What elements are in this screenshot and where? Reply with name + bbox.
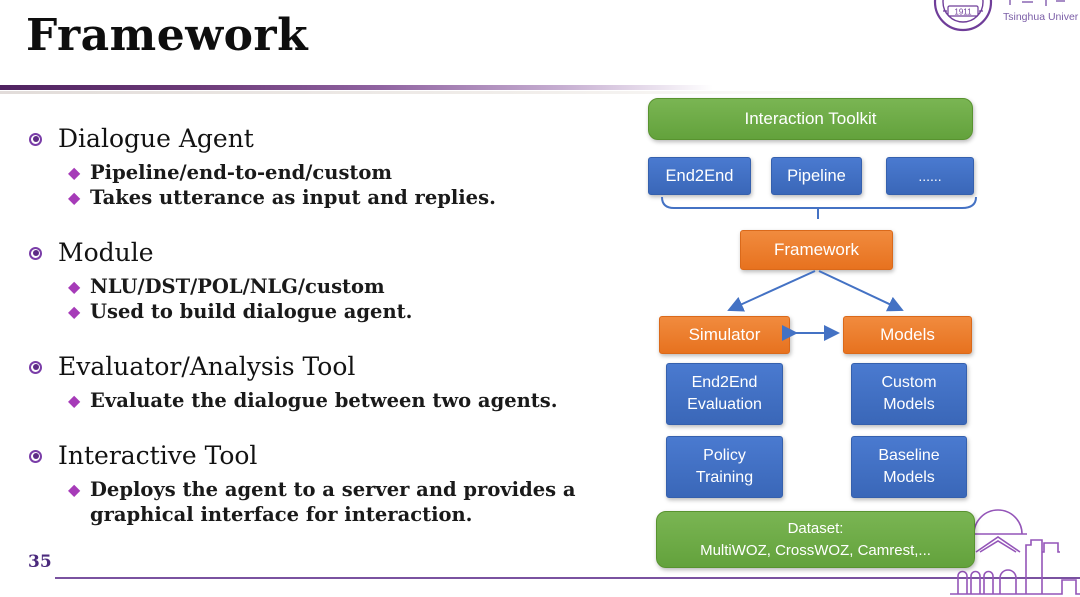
diagram-box-pipeline: Pipeline [771, 157, 862, 195]
bullet-group-evaluator: Evaluator/Analysis Tool ◆ Evaluate the d… [28, 349, 628, 413]
diagram-box-interaction-toolkit: Interaction Toolkit [648, 98, 973, 140]
footer-divider [55, 577, 1080, 579]
sub-list-item-label: NLU/DST/POL/NLG/custom [90, 275, 385, 298]
circle-bullet-icon [29, 132, 42, 146]
diamond-bullet-icon: ◆ [68, 302, 81, 321]
bullet-list: Dialogue Agent ◆ Pipeline/end-to-end/cus… [28, 121, 628, 552]
diamond-bullet-icon: ◆ [68, 391, 81, 410]
sub-list-item: ◆ Used to build dialogue agent. [68, 299, 628, 324]
list-item-label: Interactive Tool [58, 441, 258, 470]
diagram-box-models: Models [843, 316, 972, 354]
diagram-box-ellipsis: ...... [886, 157, 974, 195]
circle-bullet-icon [29, 449, 42, 463]
diamond-bullet-icon: ◆ [68, 163, 81, 182]
diagram-box-end2end: End2End [648, 157, 751, 195]
diagram-box-simulator: Simulator [659, 316, 790, 354]
bullet-group-dialogue-agent: Dialogue Agent ◆ Pipeline/end-to-end/cus… [28, 121, 628, 210]
diagram-box-custom-models: Custom Models [851, 363, 967, 425]
diamond-bullet-icon: ◆ [68, 480, 81, 499]
sub-list-item: ◆ Evaluate the dialogue between two agen… [68, 388, 628, 413]
diamond-bullet-icon: ◆ [68, 277, 81, 296]
list-item: Module [28, 235, 628, 271]
list-item-label: Module [58, 238, 154, 267]
sub-list-item: ◆ Deploys the agent to a server and prov… [68, 477, 628, 527]
list-item: Evaluator/Analysis Tool [28, 349, 628, 385]
sub-list-item: ◆ Takes utterance as input and replies. [68, 185, 628, 210]
bullet-group-interactive-tool: Interactive Tool ◆ Deploys the agent to … [28, 438, 628, 527]
seal-year-label: 1911 [954, 8, 972, 17]
list-item-label: Evaluator/Analysis Tool [58, 352, 356, 381]
circle-bullet-icon [29, 246, 42, 260]
list-item-label: Dialogue Agent [58, 124, 254, 153]
diagram-box-dataset: Dataset: MultiWOZ, CrossWOZ, Camrest,... [656, 511, 975, 568]
university-name-label: Tsinghua Univer [1003, 11, 1079, 23]
diagram-box-policy-training: Policy Training [666, 436, 783, 498]
list-item: Interactive Tool [28, 438, 628, 474]
sub-list-item-label: Evaluate the dialogue between two agents… [90, 389, 558, 412]
list-item: Dialogue Agent [28, 121, 628, 157]
diagram-box-baseline-models: Baseline Models [851, 436, 967, 498]
sub-list-item: ◆ Pipeline/end-to-end/custom [68, 160, 628, 185]
bullet-group-module: Module ◆ NLU/DST/POL/NLG/custom ◆ Used t… [28, 235, 628, 324]
diagram-box-framework: Framework [740, 230, 893, 270]
sub-list-item: ◆ NLU/DST/POL/NLG/custom [68, 274, 628, 299]
page-title: Framework [26, 10, 309, 61]
sub-list-item-label: Deploys the agent to a server and provid… [90, 478, 576, 526]
diamond-bullet-icon: ◆ [68, 188, 81, 207]
page-number: 35 [28, 552, 52, 572]
sub-list-item-label: Used to build dialogue agent. [90, 300, 413, 323]
sub-list-item-label: Takes utterance as input and replies. [90, 186, 496, 209]
title-divider-shadow [0, 91, 940, 94]
title-divider [0, 85, 1080, 90]
circle-bullet-icon [29, 360, 42, 374]
sub-list-item-label: Pipeline/end-to-end/custom [90, 161, 393, 184]
diagram-box-end2end-evaluation: End2End Evaluation [666, 363, 783, 425]
